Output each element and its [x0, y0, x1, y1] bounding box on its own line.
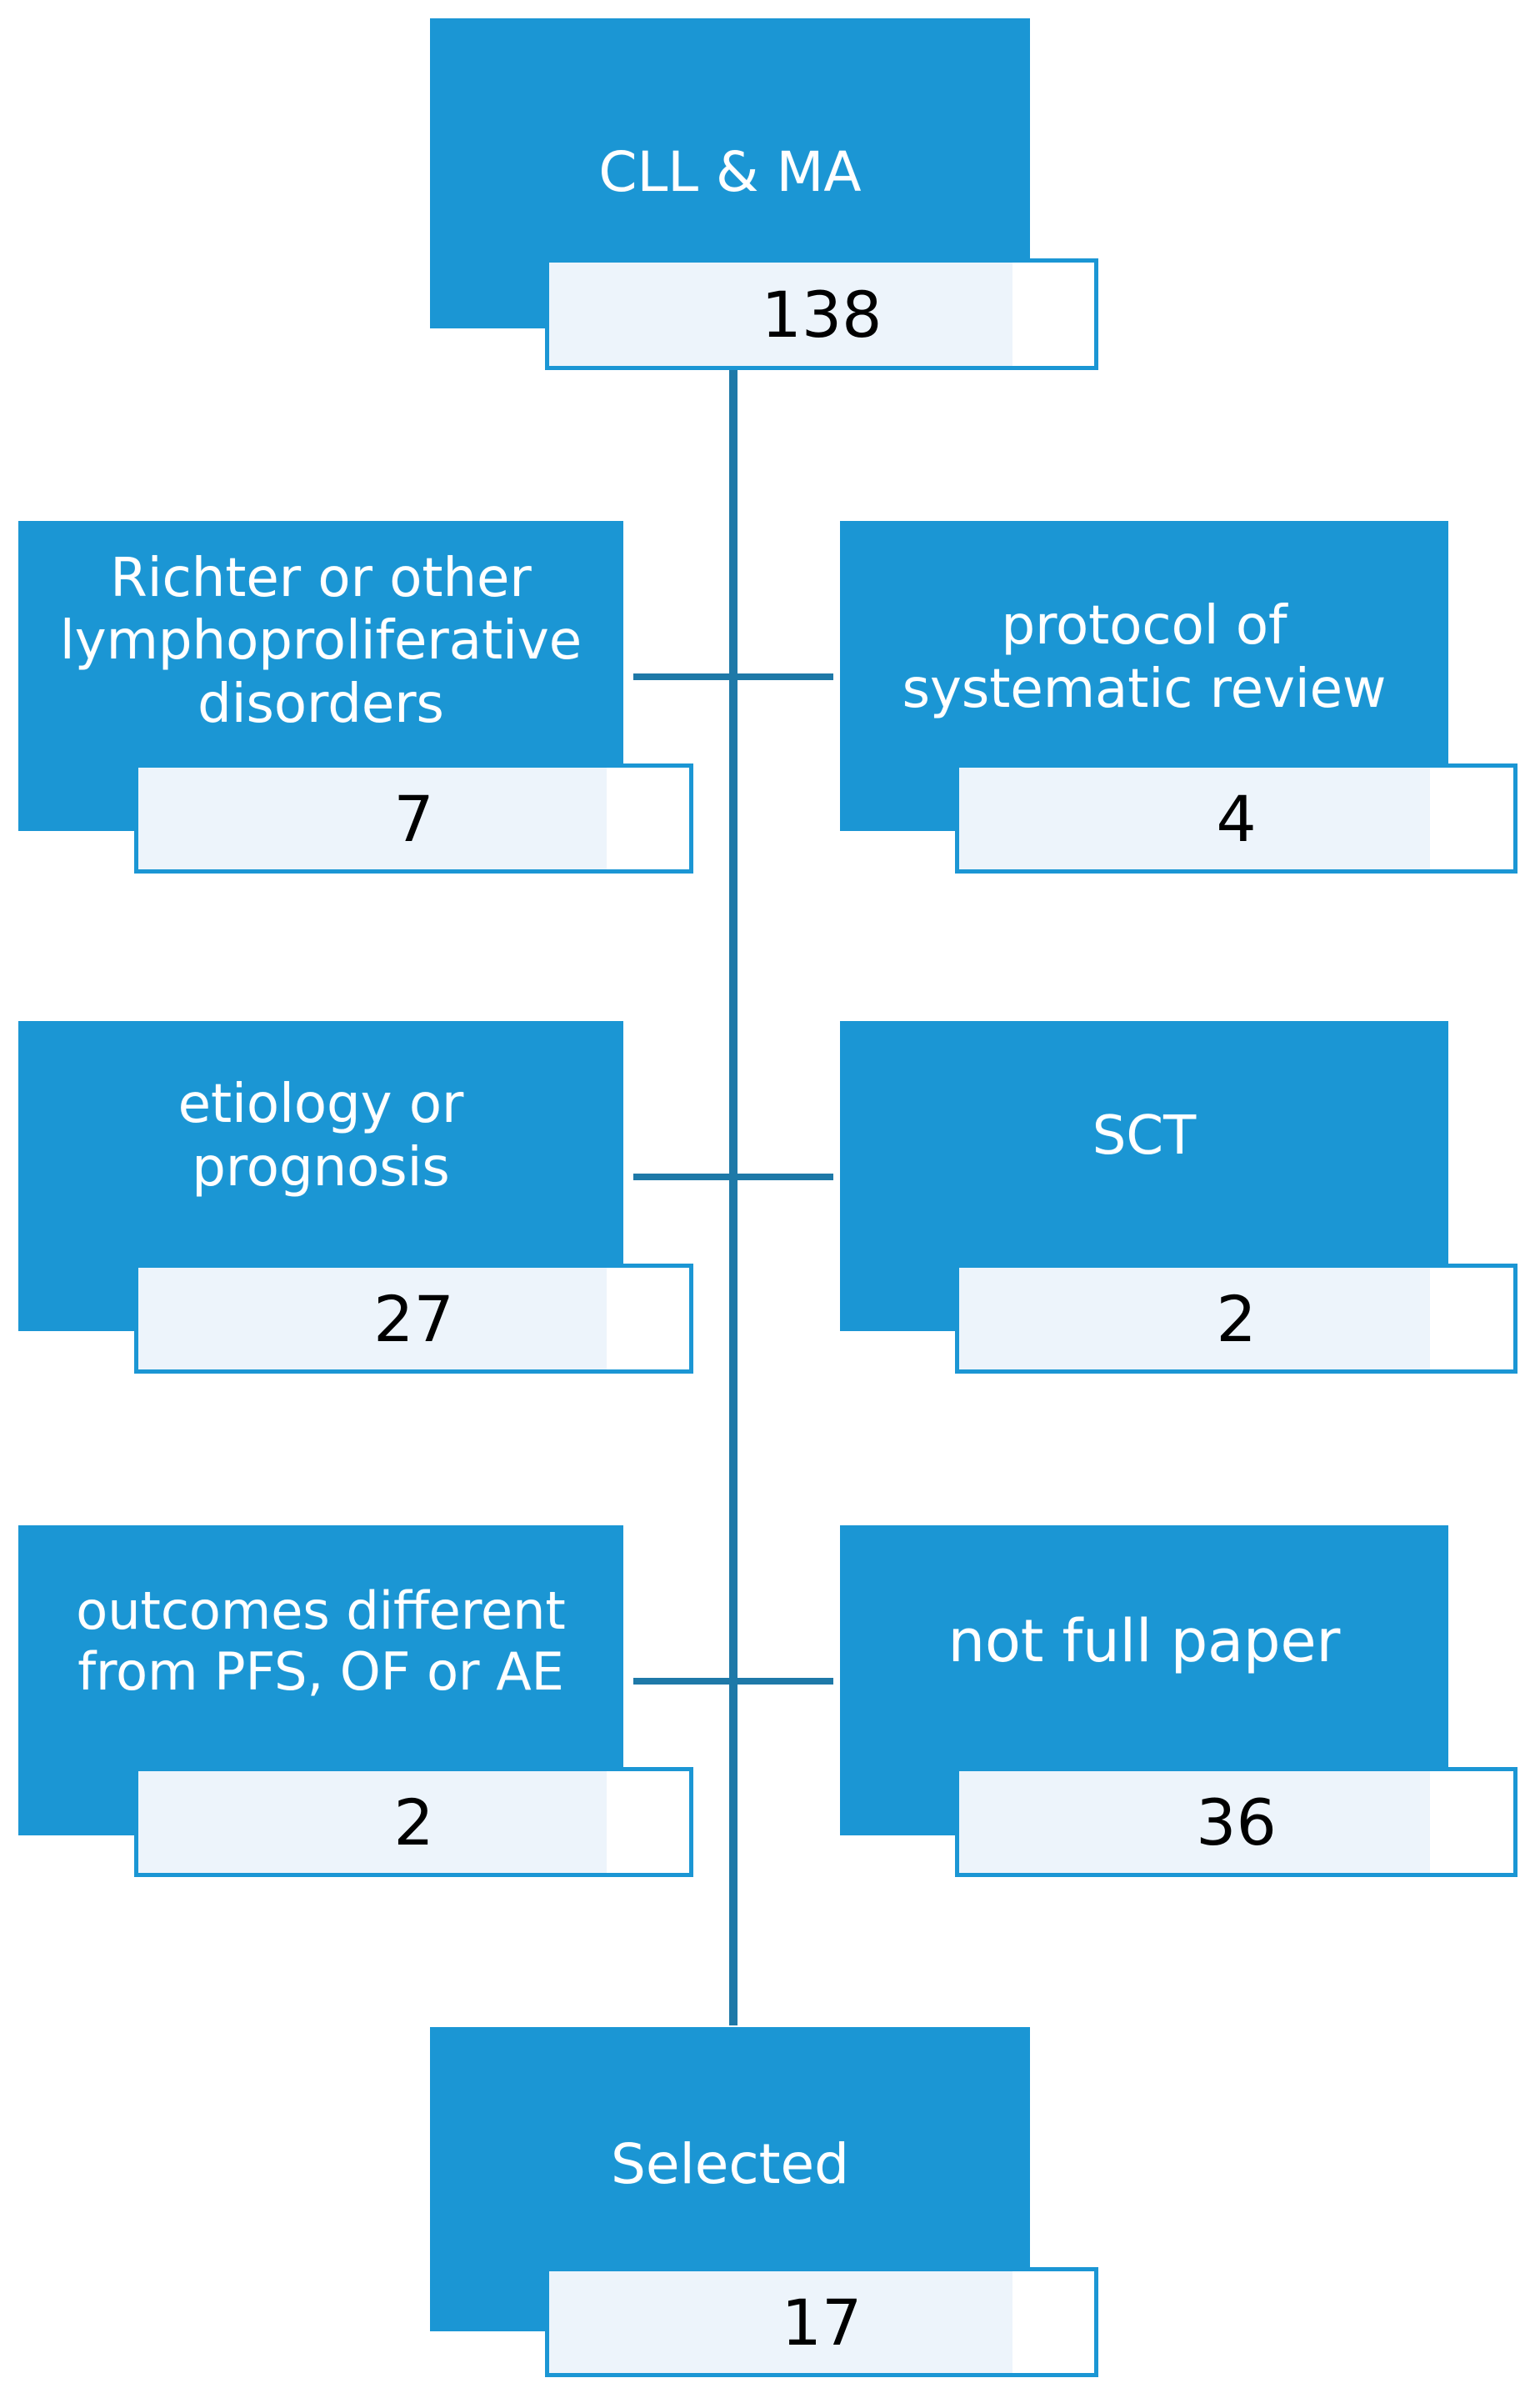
exclusion-count-richter: 7	[393, 781, 434, 856]
exclusion-label-outcomes: outcomes different from PFS, OF or AE	[76, 1579, 566, 1702]
start-count: 138	[761, 277, 882, 352]
exclusion-count-box-protocol: 4	[955, 763, 1518, 874]
exclusion-label-not-full-paper: not full paper	[948, 1606, 1341, 1675]
exclusion-count-etiology: 27	[373, 1281, 454, 1356]
selected-count: 17	[781, 2285, 862, 2360]
exclusion-count-box-outcomes: 2	[134, 1767, 693, 1877]
selected-box-label: Selected	[610, 2132, 850, 2197]
exclusion-count-sct: 2	[1216, 1281, 1257, 1356]
exclusion-count-box-sct: 2	[955, 1264, 1518, 1374]
exclusion-count-outcomes: 2	[393, 1785, 434, 1860]
start-count-box: 138	[545, 258, 1098, 370]
exclusion-label-sct: SCT	[1092, 1105, 1197, 1168]
start-box-label: CLL & MA	[598, 140, 862, 205]
exclusion-count-box-not-full-paper: 36	[955, 1767, 1518, 1877]
exclusion-count-box-richter: 7	[134, 763, 693, 874]
exclusion-label-etiology: etiology or prognosis	[178, 1074, 464, 1199]
exclusion-count-box-etiology: 27	[134, 1264, 693, 1374]
exclusion-count-protocol: 4	[1216, 781, 1257, 856]
exclusion-label-protocol: protocol of systematic review	[902, 595, 1387, 720]
selected-count-box: 17	[545, 2267, 1098, 2377]
exclusion-label-richter: Richter or other lymphoproliferative dis…	[59, 547, 582, 735]
exclusion-count-not-full-paper: 36	[1196, 1785, 1277, 1860]
